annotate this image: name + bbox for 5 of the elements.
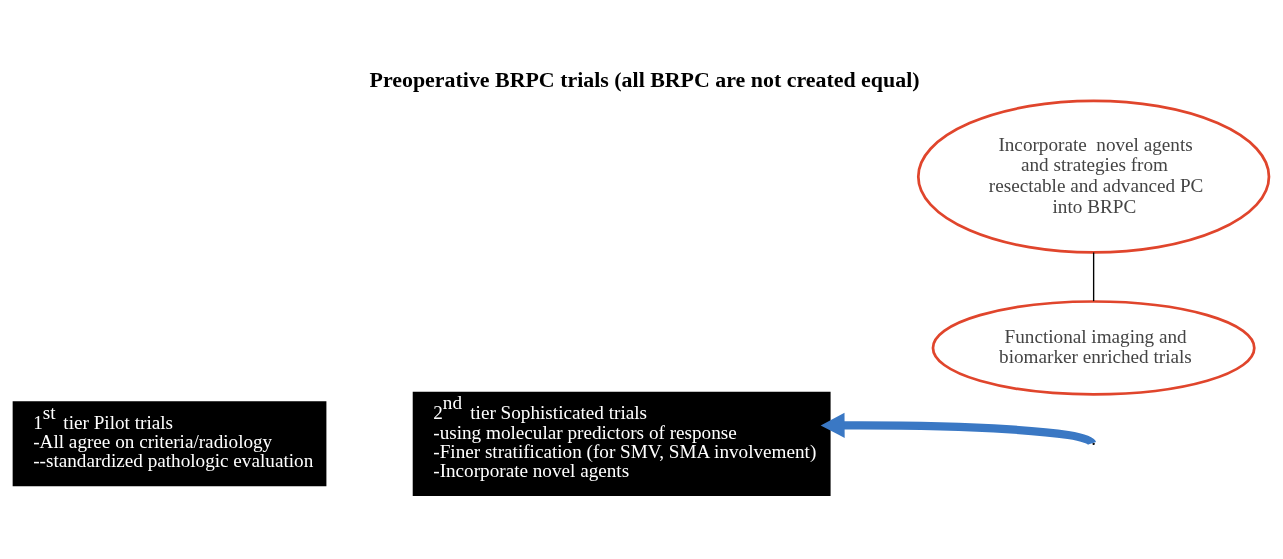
connector xyxy=(1092,251,1095,302)
diagram-title: Preoperative BRPC trials (all BRPC are not created equal) xyxy=(369,66,920,92)
arrow xyxy=(820,412,1095,446)
node-ellipse: Incorporate novel agents and strategies from resectable and advanced PC into BRPC xyxy=(916,99,1271,254)
node-ellipse: Functional imaging and biomarker enriched trials xyxy=(931,299,1256,396)
